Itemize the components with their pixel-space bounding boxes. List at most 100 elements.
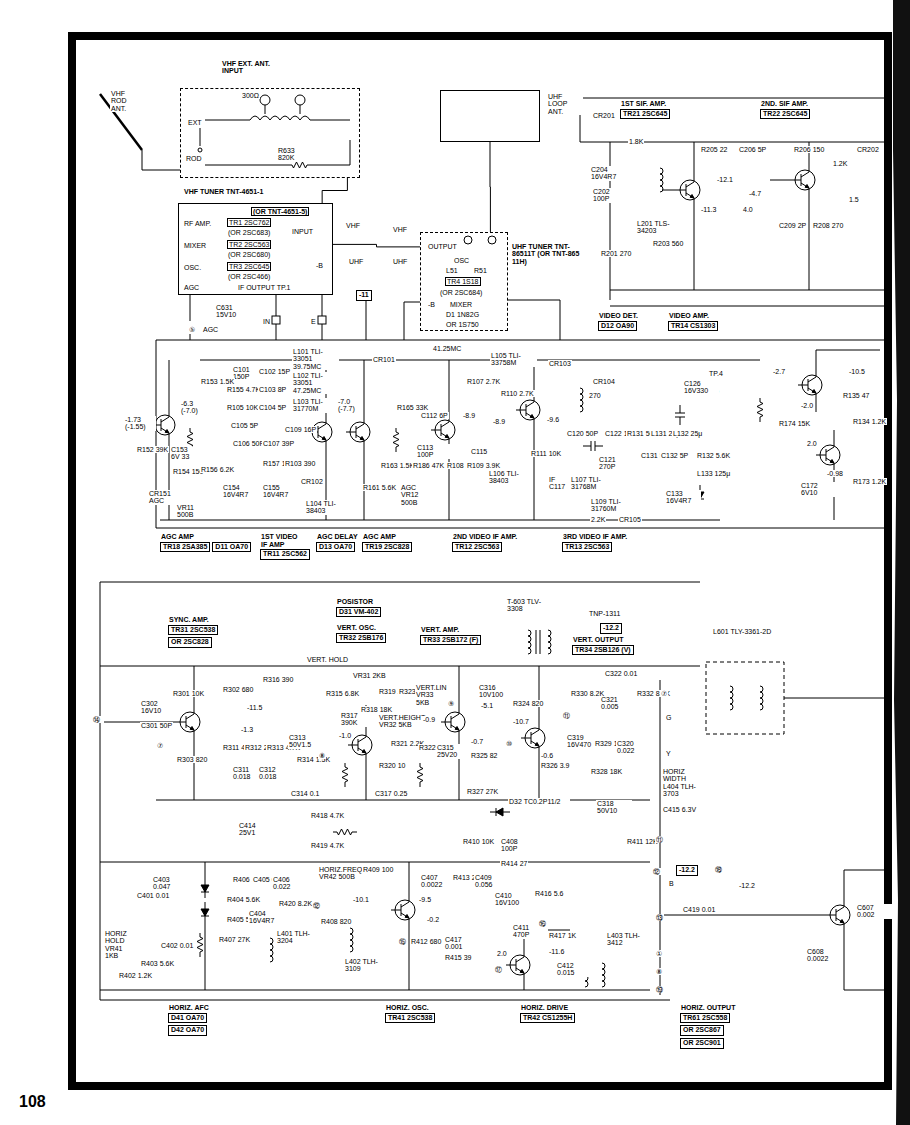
part-box-group: TR33 2SB172 (F) — [420, 635, 481, 646]
resistor-symbol — [333, 829, 357, 835]
block-text: 300Ω — [241, 92, 260, 99]
part-number: TR22 2SC645 — [760, 109, 810, 120]
block-text: -B — [315, 262, 324, 269]
part-value: R403 5.6K — [140, 960, 175, 967]
part-value: -0.6 — [540, 752, 554, 759]
part-value: L104 TLI-38403 — [305, 500, 352, 515]
transistor-symbol — [516, 396, 540, 424]
part-box-group: TR13 2SC563 — [562, 542, 612, 553]
transistor-symbol — [826, 901, 850, 929]
part-value: C313 50V1.5 — [288, 734, 324, 749]
part-value: L103 TLI-31770M — [292, 398, 339, 413]
part-value: C154 16V4R7 — [222, 484, 258, 499]
part-number: D13 OA70 — [316, 542, 355, 553]
part-value: R303 820 — [176, 756, 208, 763]
part-value: C112 6P — [420, 412, 449, 419]
block-heading: (OR TNT-4651-5) — [251, 207, 309, 216]
callout-number: ① — [655, 950, 663, 957]
part-value: C414 25V1 — [238, 822, 274, 837]
part-value: R208 270 — [812, 222, 844, 229]
callout-number: ⑨ — [447, 700, 455, 707]
part-value: C401 0.01 — [136, 892, 170, 899]
part-value: C409 0.056 — [474, 874, 510, 889]
part-value: -12.2 — [738, 882, 756, 889]
part-value: R417 1K — [548, 932, 577, 939]
part-box-group: TR32 2SB176 — [336, 633, 386, 644]
part-value: R163 1.5K — [380, 462, 415, 469]
wire-connector — [322, 178, 347, 203]
part-value: 2.0 — [806, 440, 818, 447]
capacitor-symbol — [675, 405, 685, 425]
block-text: AGC — [183, 284, 200, 291]
stage-heading: 1ST VIDEO IF AMP — [260, 533, 306, 548]
part-value: 4.0 — [742, 206, 754, 213]
part-number: D41 OA70 — [168, 1013, 207, 1024]
stage-heading: 3RD VIDEO IF AMP. — [562, 533, 628, 541]
block-text: RF AMP. — [183, 220, 212, 227]
part-value: R132 5.6K — [696, 452, 731, 459]
part-value: C113 100P — [416, 444, 452, 459]
block-text: -B — [427, 301, 436, 308]
part-value: 108 — [18, 1094, 47, 1111]
stage-heading: HORIZ. OSC. — [385, 1004, 430, 1012]
part-number: TR41 2SC538 — [385, 1013, 435, 1024]
part-value: L102 TLI-33051 47.25MC — [292, 372, 339, 394]
part-value: R318 18K — [360, 706, 393, 713]
part-value: 41.25MC — [432, 345, 494, 352]
part-number: -12.2 — [676, 865, 698, 876]
part-value: R408 820 — [320, 918, 352, 925]
part-label: AGC DELAYD13 OA70 — [316, 533, 359, 552]
part-value: R409 100 — [362, 866, 394, 873]
terminal-box — [318, 316, 326, 324]
part-value: C133 16V4R7 — [665, 490, 701, 505]
part-value: R418 4.7K — [310, 812, 345, 819]
part-box-group: TR18 2SA385D11 OA70 — [160, 542, 251, 553]
part-value: C410 16V100 — [494, 892, 530, 907]
part-value: R316 390 — [262, 676, 304, 683]
part-number: TR18 2SA385 — [160, 542, 210, 553]
part-value: -9.6 — [546, 416, 560, 423]
block-box: VHF EXT. ANT. INPUT300ΩEXTRODR633 820K — [180, 88, 360, 178]
stage-heading: HORIZ. OUTPUT — [680, 1004, 736, 1012]
part-value: C321 0.005 — [600, 696, 636, 711]
part-value: C107 39P — [262, 440, 295, 447]
voltage-tag: -12.2 — [600, 622, 622, 634]
part-value: R325 82 — [470, 752, 498, 759]
part-value: C132 5P — [660, 452, 689, 459]
coil-symbol — [602, 963, 605, 987]
part-label: 3RD VIDEO IF AMP.TR13 2SC563 — [562, 533, 628, 552]
block-text: UHF LOOP ANT. — [547, 93, 583, 115]
part-value: L133 125μ — [696, 470, 731, 477]
part-value: R156 6.2K — [200, 466, 235, 473]
capacitor-symbol — [583, 441, 603, 451]
part-label: 1ST VIDEO IF AMPTR11 2SC562 — [260, 533, 310, 560]
part-value: R205 22 — [700, 146, 728, 153]
wire — [610, 142, 888, 290]
antenna-terminal — [260, 95, 270, 105]
stage-heading: AGC DELAY — [316, 533, 359, 541]
block-text: (OR 2SC466) — [227, 273, 271, 280]
part-number: TR11 2SC562 — [260, 549, 310, 560]
part-value: C406 0.022 — [272, 876, 308, 891]
part-box-group: TR61 2SC558OR 2SC867OR 2SC901 — [680, 1013, 730, 1049]
part-number: D11 OA70 — [212, 542, 251, 553]
part-value: C403 0.047 — [152, 876, 188, 891]
part-label: HORIZ. OSC.TR41 2SC538 — [385, 1004, 435, 1023]
balun-coil — [250, 116, 310, 120]
callout-number: ⑫ — [312, 902, 321, 909]
part-value: C202 100P — [592, 188, 628, 203]
voltage-tag: -11 — [356, 289, 372, 301]
part-value: -1.0 — [338, 732, 352, 739]
part-value: R107 2.7K — [466, 378, 501, 385]
wire — [142, 150, 180, 170]
part-value: R414 27 — [500, 860, 528, 867]
supply-rail — [160, 360, 760, 520]
coil-symbol — [760, 686, 763, 710]
stage-heading: SYNC. AMP. — [168, 616, 210, 624]
part-value: -7.0 (-7.7) — [337, 398, 363, 413]
scan-edge — [893, 0, 910, 1125]
part-value: G — [665, 714, 672, 721]
part-value: R203 560 — [652, 240, 684, 247]
part-value: R317 390K — [340, 712, 376, 727]
callout-number: ⑪ — [562, 712, 571, 719]
